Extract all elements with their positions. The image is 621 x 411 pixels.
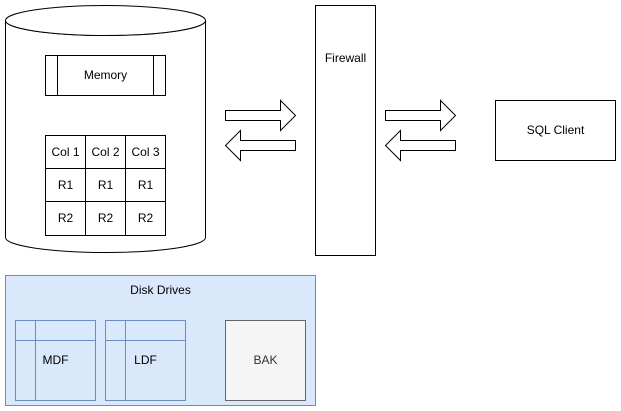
memory-box: Memory bbox=[45, 55, 166, 96]
firewall-label: Firewall bbox=[325, 51, 366, 65]
firewall-box: Firewall bbox=[315, 5, 376, 256]
table-header-cell: Col 1 bbox=[51, 145, 79, 159]
table-cell: R2 bbox=[138, 211, 154, 225]
table-cell: R1 bbox=[58, 178, 74, 192]
table-cell: R1 bbox=[138, 178, 154, 192]
table-header-cell: Col 2 bbox=[91, 145, 119, 159]
bak-label: BAK bbox=[253, 353, 277, 367]
left-arrow-icon bbox=[224, 129, 296, 162]
sql-client-label: SQL Client bbox=[527, 123, 585, 137]
mdf-file: MDF bbox=[15, 320, 96, 401]
right-arrow-icon bbox=[225, 99, 297, 132]
mdf-label: MDF bbox=[43, 353, 69, 367]
ldf-file: LDF bbox=[105, 320, 186, 401]
table-cell: R1 bbox=[98, 178, 114, 192]
sql-client-box: SQL Client bbox=[495, 100, 616, 161]
disk-drives-panel: Disk Drives MDF LDF BAK bbox=[5, 275, 316, 406]
memory-label: Memory bbox=[84, 68, 127, 82]
right-arrow-icon bbox=[385, 99, 457, 132]
table-header-cell: Col 3 bbox=[131, 145, 159, 159]
ldf-label: LDF bbox=[134, 353, 157, 367]
data-table: Col 1 Col 2 Col 3 R1 R1 R1 R2 R2 R2 bbox=[45, 135, 166, 236]
left-arrow-icon bbox=[384, 129, 456, 162]
table-cell: R2 bbox=[58, 211, 74, 225]
bak-file: BAK bbox=[225, 320, 306, 401]
table-cell: R2 bbox=[98, 211, 114, 225]
disk-drives-title: Disk Drives bbox=[130, 283, 191, 297]
